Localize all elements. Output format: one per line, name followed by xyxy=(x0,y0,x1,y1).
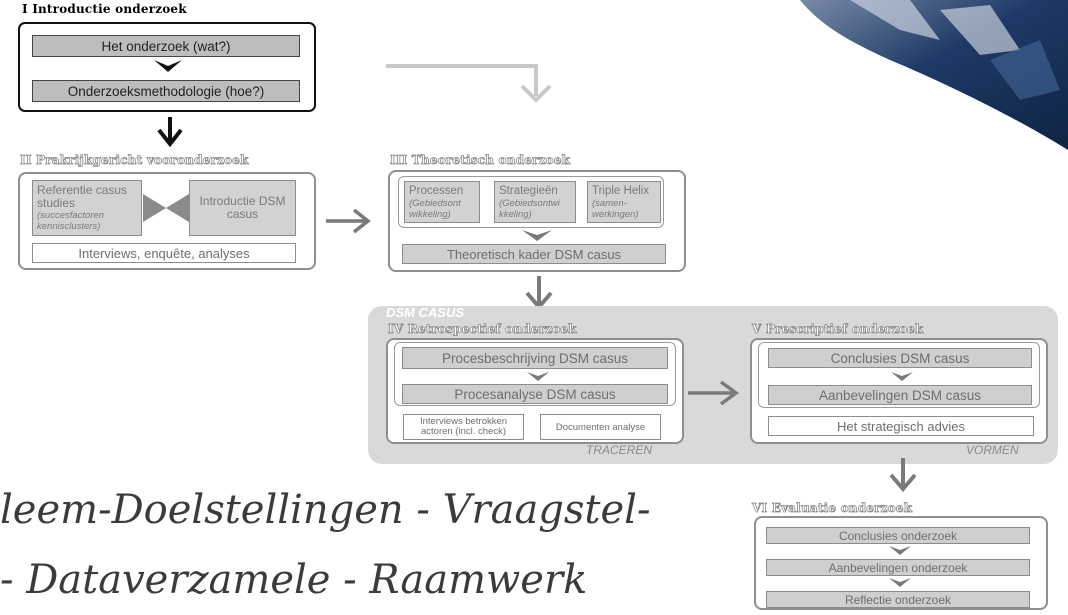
arrow-down-icon xyxy=(157,117,183,147)
chevron-down-icon xyxy=(891,372,913,381)
section-1-box-how: Onderzoeksmethodologie (hoe?) xyxy=(32,80,300,102)
corner-photo xyxy=(800,0,1068,150)
section-4-box-analysis: Procesanalyse DSM casus xyxy=(402,384,668,404)
section-1-title: I Introductie onderzoek xyxy=(22,2,187,16)
section-5-box-recommendations: Aanbevelingen DSM casus xyxy=(768,385,1032,405)
overlay-text-line-2: - Dataverzamele - Raamwerk xyxy=(0,557,588,603)
arrow-right-icon xyxy=(326,208,371,234)
section-2-title: II Prakrijkgericht vooronderzoek xyxy=(20,153,249,168)
chevron-down-icon xyxy=(522,230,552,241)
section-4-box-description: Procesbeschrijving DSM casus xyxy=(402,347,668,369)
section-2-reference-title: Referentie casus studies xyxy=(37,183,128,210)
chevron-down-icon xyxy=(527,372,549,381)
bowtie-icon xyxy=(143,194,189,222)
cell-title: Processen xyxy=(409,185,464,197)
section-5-box-advice: Het strategisch advies xyxy=(768,416,1034,436)
section-3-cell-strategies: Strategieën (Gebiedsontwi kkeling) xyxy=(494,181,576,223)
section-6-box-recommendations: Aanbevelingen onderzoek xyxy=(766,559,1030,576)
section-4-title: IV Retrospectief onderzoek xyxy=(388,322,577,337)
section-3-bottom-box: Theoretisch kader DSM casus xyxy=(402,244,666,264)
cell-title: Triple Helix xyxy=(592,185,650,197)
cell-title: Strategieën xyxy=(499,185,558,197)
cell-note: (Gebiedsontwi kkeling) xyxy=(499,198,560,220)
section-3-title: III Theoretisch onderzoek xyxy=(390,153,571,168)
section-1-panel xyxy=(18,22,316,112)
section-2-reference-note: (succesfactoren kennisclusters) xyxy=(37,210,105,232)
section-6-box-reflection: Reflectie onderzoek xyxy=(766,591,1030,608)
section-5-title: V Prescriptief onderzoek xyxy=(752,322,924,337)
section-2-bottom-box: Interviews, enquête, analyses xyxy=(32,243,296,263)
cell-note: (samen- werkingen) xyxy=(592,198,639,220)
section-6-title: VI Evaluatie onderzoek xyxy=(752,501,913,516)
chevron-down-icon xyxy=(889,546,911,555)
section-4-note-documents: Documenten analyse xyxy=(540,414,661,440)
arrow-down-icon xyxy=(525,276,553,310)
section-3-cell-triple-helix: Triple Helix (samen- werkingen) xyxy=(587,181,661,223)
section-5-box-conclusions: Conclusies DSM casus xyxy=(768,348,1032,368)
tag-traceren: TRACEREN xyxy=(586,443,653,457)
chevron-down-icon xyxy=(154,60,182,72)
section-4-note-interviews: Interviews betrokken actoren (incl. chec… xyxy=(403,414,524,440)
section-6-box-conclusions: Conclusies onderzoek xyxy=(766,527,1030,544)
overlay-text-line-1: leem-Doelstellingen - Vraagstel- xyxy=(0,487,651,533)
cell-note: (Gebiedsont wikkeling) xyxy=(409,198,461,220)
arrow-right-icon xyxy=(688,380,739,406)
arrow-down-icon xyxy=(889,458,917,492)
section-2-reference-box: Referentie casus studies (succesfactoren… xyxy=(32,180,142,236)
tag-vormen: VORMEN xyxy=(966,443,1019,457)
section-2-intro-box: Introductie DSM casus xyxy=(189,180,296,236)
dsm-casus-label: DSM CASUS xyxy=(386,305,465,320)
section-1-box-what: Het onderzoek (wat?) xyxy=(32,35,300,57)
section-3-cell-processes: Processen (Gebiedsont wikkeling) xyxy=(404,181,480,223)
chevron-down-icon xyxy=(889,578,911,587)
elbow-arrow-icon xyxy=(386,64,552,103)
